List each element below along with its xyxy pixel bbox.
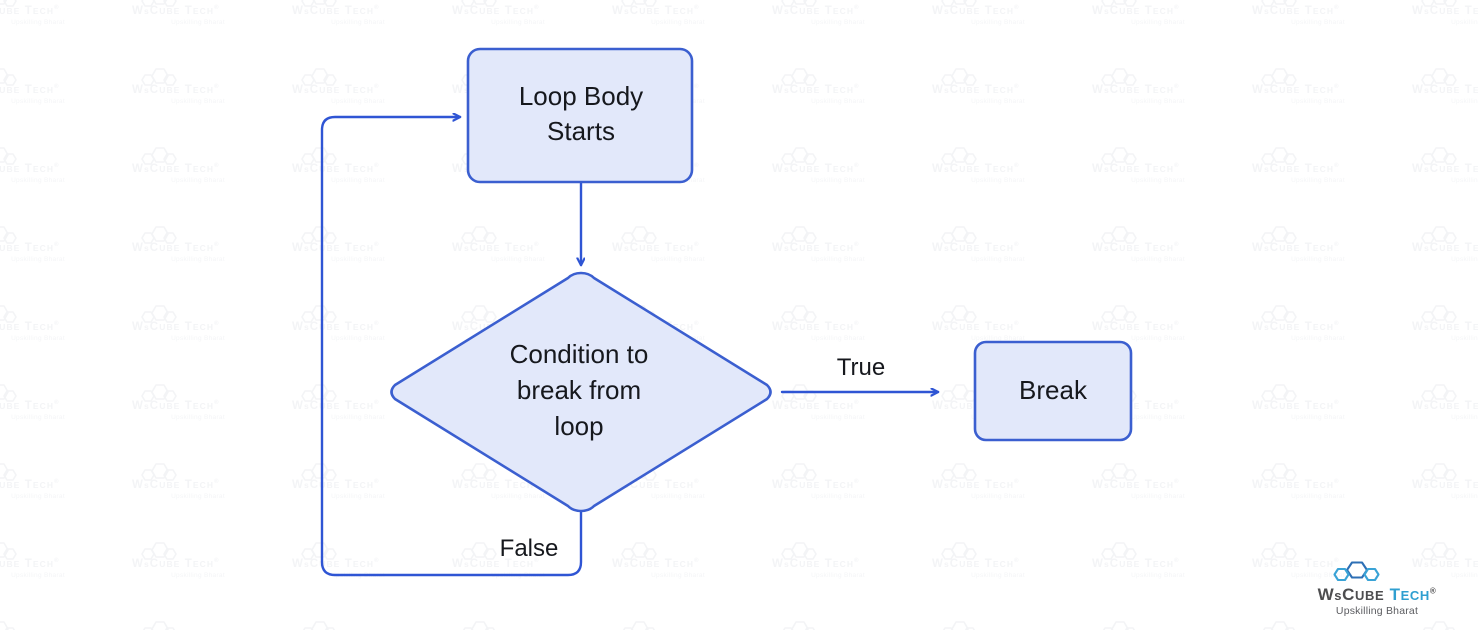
node-condition-to-break[interactable]: Condition to break from loop xyxy=(390,271,772,513)
brand-logo-name: WsCUBE TECH® xyxy=(1288,586,1466,603)
node-condition-line1: Condition to xyxy=(510,339,649,369)
logo-ech: ECH xyxy=(1400,587,1430,603)
node-loop-body-line2: Starts xyxy=(547,116,615,146)
node-loop-body-line1: Loop Body xyxy=(519,81,643,111)
node-break-label: Break xyxy=(1019,375,1088,405)
logo-s: s xyxy=(1334,587,1343,603)
node-condition-shape xyxy=(390,271,772,513)
brand-logo: WsCUBE TECH® Upskilling Bharat xyxy=(1288,559,1466,617)
logo-t: T xyxy=(1389,584,1401,604)
logo-w: W xyxy=(1317,584,1335,604)
hexagon-logo-icon xyxy=(1333,560,1380,581)
node-condition-line3: loop xyxy=(554,411,603,441)
logo-registered-icon: ® xyxy=(1429,585,1437,595)
edge-true: True xyxy=(780,354,938,392)
brand-logo-tagline: Upskilling Bharat xyxy=(1335,604,1419,617)
node-loop-body-starts[interactable]: Loop Body Starts xyxy=(466,47,694,184)
logo-ube: UBE xyxy=(1355,587,1385,603)
node-condition-line2: break from xyxy=(517,375,641,405)
node-break[interactable]: Break xyxy=(973,340,1133,442)
edge-false-loopback: False xyxy=(320,117,583,577)
edge-label-false: False xyxy=(500,535,559,562)
logo-c: C xyxy=(1342,584,1356,604)
edge-label-true: True xyxy=(837,354,885,381)
